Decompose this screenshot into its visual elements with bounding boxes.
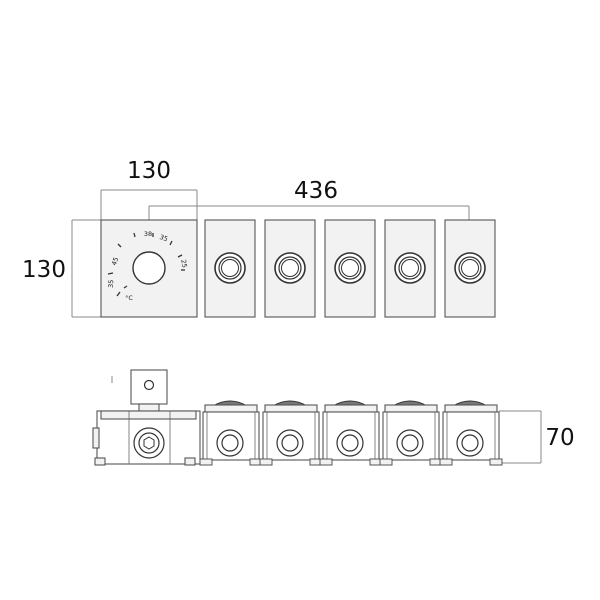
- dial-label-35-top: 35: [158, 233, 169, 243]
- valve-module: [379, 400, 443, 466]
- valve-module: [439, 400, 503, 466]
- dial-label-25: 25: [179, 259, 188, 269]
- control-plate: [264, 219, 316, 318]
- dial-scale-ticks: [107, 232, 185, 297]
- valve-modules: [199, 400, 503, 466]
- thermostat-body: [92, 376, 201, 466]
- dial-label-45: 45: [110, 256, 120, 267]
- length-dimension-label: 436: [294, 178, 338, 204]
- valve-module: [259, 400, 323, 466]
- length-dimension: 436: [148, 178, 470, 232]
- height-dimension: 130: [22, 219, 101, 318]
- control-plate: [204, 219, 256, 318]
- front-view: 130 436 130: [22, 158, 496, 318]
- thermostat-knob: [132, 251, 166, 285]
- width-dimension: 130: [100, 158, 198, 220]
- valve-module: [319, 400, 383, 466]
- thermostat-spindle: [130, 369, 168, 413]
- thermostat-plate: 45 38 35 25 35 °C: [100, 219, 198, 318]
- dial-label-celsius: °C: [125, 294, 133, 302]
- depth-dimension: 70: [499, 410, 575, 464]
- depth-dimension-label: 70: [545, 425, 574, 451]
- dial-label-38: 38: [144, 230, 152, 238]
- height-dimension-label: 130: [22, 257, 66, 283]
- width-dimension-label: 130: [127, 158, 171, 184]
- control-plates: [204, 219, 496, 318]
- valve-module: [199, 400, 263, 466]
- control-plate: [384, 219, 436, 318]
- control-plate: [324, 219, 376, 318]
- side-view: 70: [92, 369, 575, 466]
- control-plate: [444, 219, 496, 318]
- dial-label-35-left: 35: [107, 279, 116, 288]
